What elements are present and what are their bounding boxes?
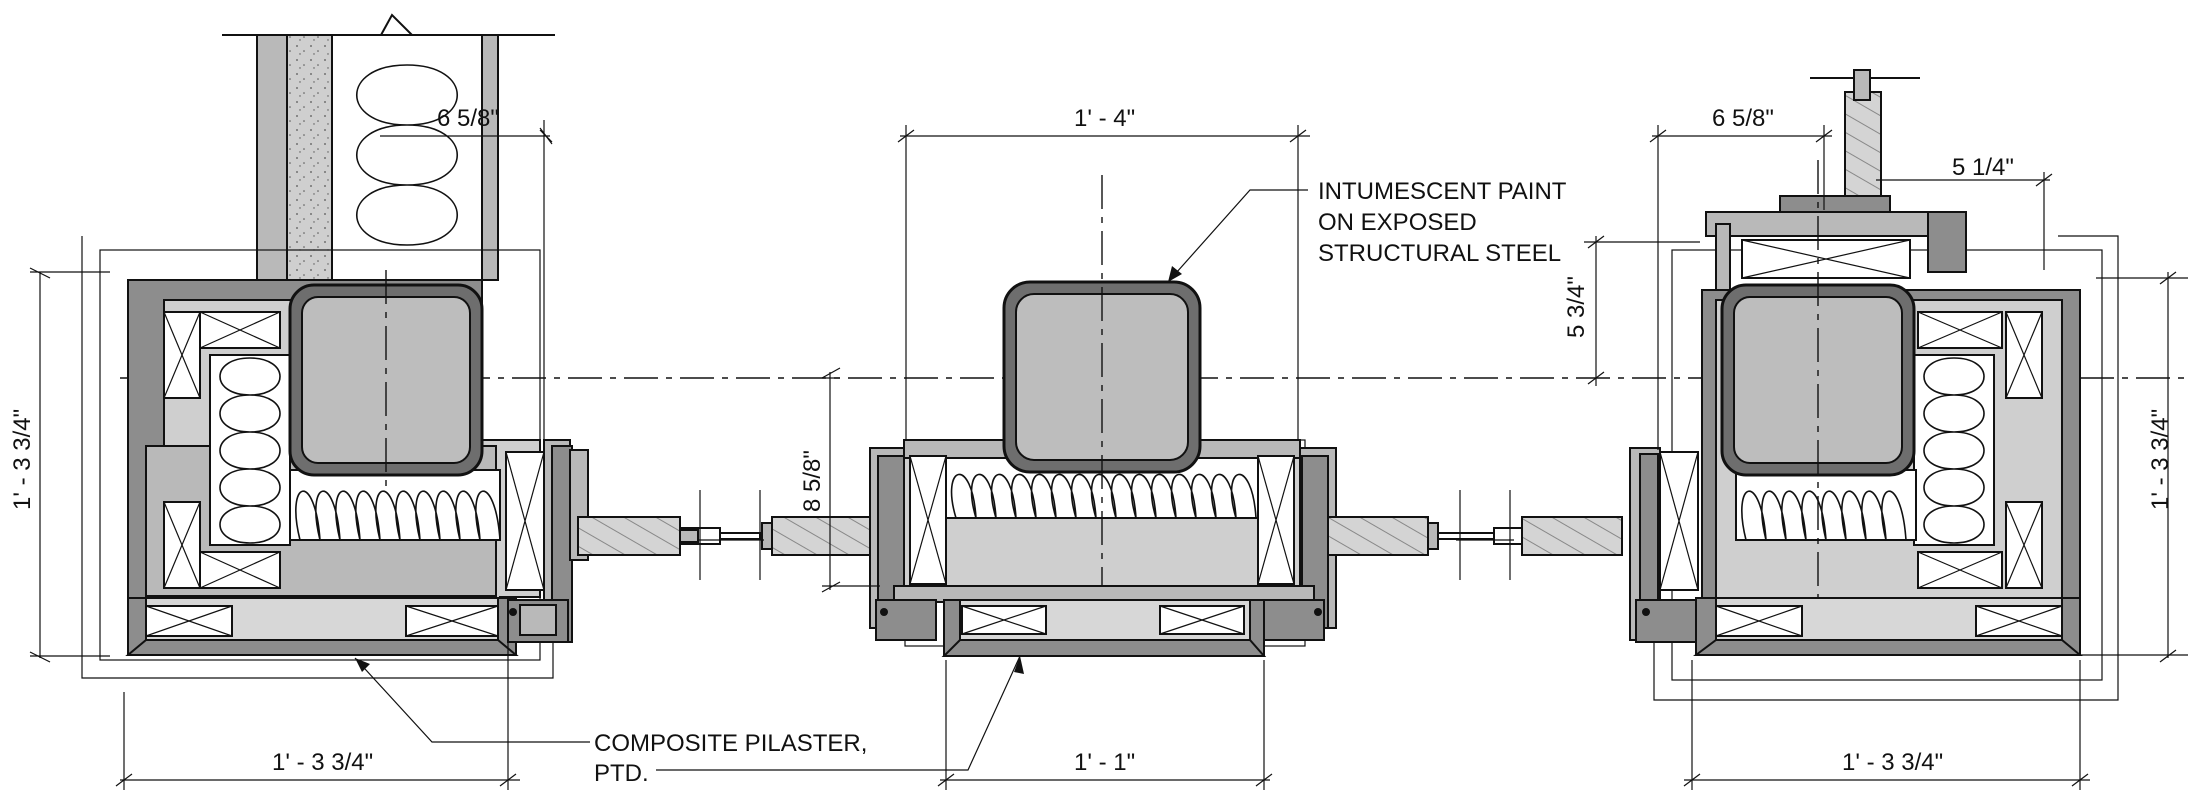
leader-lines: [354, 189, 1308, 771]
dim-right-bottom: 1' - 3 3/4": [1842, 749, 1943, 776]
dim-mid-bottom: 1' - 1": [1074, 749, 1135, 776]
right-door-leaf: [1327, 490, 1623, 580]
dim-mid-top: 1' - 4": [1074, 105, 1135, 132]
dim-left-vertical: 1' - 3 3/4": [9, 409, 36, 510]
dim-right-top-b: 5 1/4": [1952, 154, 2014, 181]
dim-right-vertical-small: 5 3/4": [1563, 276, 1590, 338]
dim-right-vertical: 1' - 3 3/4": [2147, 409, 2174, 510]
note-intumescent-paint-line1: INTUMESCENT PAINT: [1318, 178, 1567, 205]
right-pilaster-assembly: [1629, 69, 2119, 701]
dimension-lines: [29, 120, 2188, 790]
dim-left-top: 6 5/8": [437, 105, 499, 132]
note-composite-pilaster-line2: PTD.: [594, 760, 649, 787]
wall-insulation: [355, 64, 459, 246]
dim-right-top-a: 6 5/8": [1712, 105, 1774, 132]
note-composite-pilaster-line1: COMPOSITE PILASTER,: [594, 730, 867, 757]
dim-mid-vertical: 8 5/8": [799, 450, 826, 512]
left-door-leaf: [577, 490, 873, 580]
dim-left-bottom: 1' - 3 3/4": [272, 749, 373, 776]
middle-pilaster-assembly: [869, 175, 1337, 657]
note-intumescent-paint-line2: ON EXPOSED: [1318, 209, 1477, 236]
note-intumescent-paint-line3: STRUCTURAL STEEL: [1318, 240, 1561, 267]
left-pilaster-assembly: [81, 13, 589, 679]
